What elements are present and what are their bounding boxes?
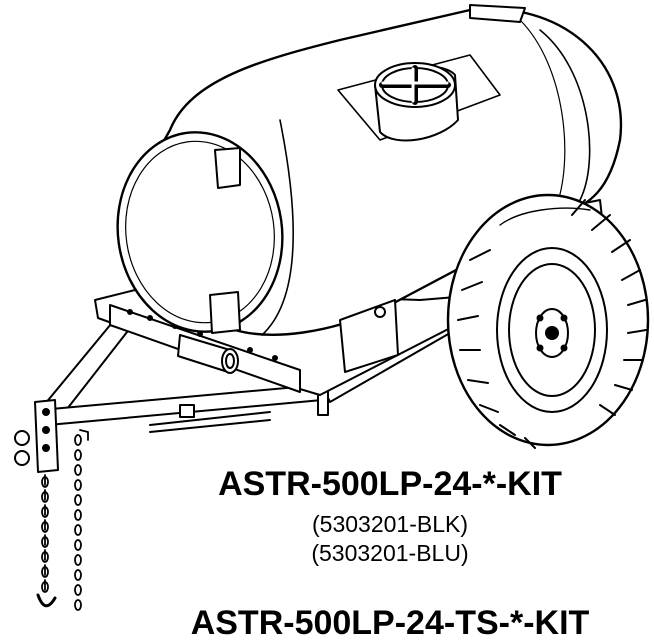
safety-chains <box>36 429 89 611</box>
tire <box>446 193 650 449</box>
tank <box>116 4 623 336</box>
pump-cylinder <box>177 334 239 374</box>
tongue-clip <box>179 404 195 418</box>
kit-title: ASTR-500LP-24-*-KIT <box>218 465 562 503</box>
part-number-blue: (5303201-BLU) <box>311 540 469 566</box>
kit-title-ts: ASTR-500LP-24-TS-*-KIT <box>190 604 590 642</box>
trailer-sprayer-drawing <box>14 4 650 611</box>
part-number-black: (5303201-BLK) <box>312 511 468 537</box>
tank-lid <box>337 54 501 142</box>
hitch-plate <box>14 399 59 473</box>
